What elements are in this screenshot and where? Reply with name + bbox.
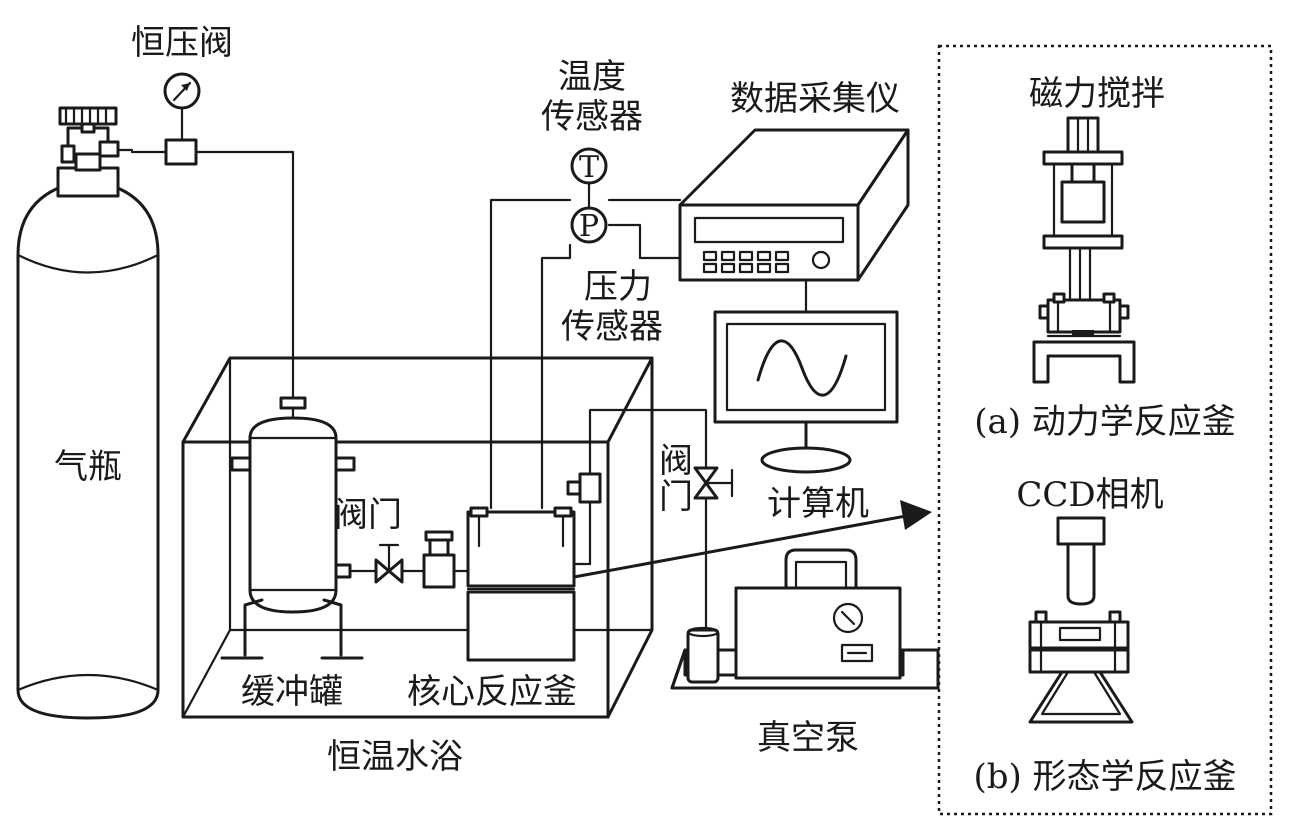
pump-gauge-icon bbox=[832, 602, 864, 634]
inlet-regulator bbox=[422, 530, 470, 589]
reactor-side-fitting bbox=[566, 408, 708, 566]
morphology-reactor-label: (b) 形态学反应釜 bbox=[973, 757, 1236, 797]
cold-trap bbox=[686, 626, 738, 684]
water-bath-label: 恒温水浴 bbox=[327, 737, 463, 777]
computer-monitor: 计算机 bbox=[713, 310, 899, 524]
left-valve-label: 阀门 bbox=[334, 495, 402, 535]
core-reactor-label: 核心反应釜 bbox=[407, 672, 577, 712]
core-reactor: 核心反应釜 bbox=[407, 506, 577, 712]
right-valve-label-1: 阀 bbox=[659, 441, 693, 481]
reactor-options-panel bbox=[937, 44, 1273, 816]
buffer-tank-label: 缓冲罐 bbox=[241, 672, 343, 712]
buffer-tank: 缓冲罐 bbox=[220, 396, 364, 712]
gas-cylinder: 气瓶 bbox=[16, 106, 160, 720]
instrument-buttons bbox=[702, 250, 790, 274]
temperature-sensor: T 温度 传感器 bbox=[541, 57, 643, 185]
kinetic-reactor-label: (a) 动力学反应釜 bbox=[974, 402, 1236, 442]
sensor-lines bbox=[489, 180, 682, 510]
data-acquisition-label: 数据采集仪 bbox=[730, 79, 900, 119]
vacuum-pump-label: 真空泵 bbox=[757, 718, 859, 758]
ccd-camera-label: CCD相机 bbox=[1016, 475, 1163, 515]
pressure-symbol: P bbox=[579, 209, 599, 244]
gas-supply-line bbox=[130, 150, 295, 402]
waveform-icon bbox=[756, 339, 848, 397]
left-valve: 阀门 bbox=[334, 495, 426, 584]
computer-label: 计算机 bbox=[767, 484, 869, 524]
pressure-sensor-label-2: 传感器 bbox=[561, 307, 663, 347]
instrument-knob-icon bbox=[811, 250, 831, 270]
data-acquisition-instrument: 数据采集仪 bbox=[678, 79, 910, 282]
temperature-sensor-label-2: 传感器 bbox=[541, 97, 643, 137]
magnetic-stirring-label: 磁力搅拌 bbox=[1029, 74, 1165, 114]
arrow-head-icon bbox=[900, 500, 932, 530]
cylinder-valve-handwheel-icon bbox=[58, 106, 118, 134]
reactor-detail-arrow bbox=[572, 500, 932, 579]
water-bath-box: 恒温水浴 bbox=[181, 356, 654, 777]
pressure-sensor-label-1: 压力 bbox=[584, 267, 652, 307]
vacuum-pump: 真空泵 bbox=[670, 548, 940, 758]
morphology-reactor: CCD相机 (b) 形态学反应釜 bbox=[973, 475, 1236, 797]
temperature-sensor-label-1: 温度 bbox=[558, 57, 626, 97]
kinetic-reactor: 磁力搅拌 (a) 动力学反应釜 bbox=[974, 74, 1236, 442]
gas-cylinder-label: 气瓶 bbox=[54, 447, 122, 487]
temperature-symbol: T bbox=[579, 150, 599, 185]
constant-pressure-valve-label: 恒压阀 bbox=[131, 23, 233, 63]
pressure-sensor: P 压力 传感器 bbox=[561, 206, 663, 347]
constant-pressure-valve: 恒压阀 bbox=[131, 23, 233, 166]
right-valve-label-2: 门 bbox=[659, 477, 693, 517]
right-valve: 阀 门 bbox=[659, 441, 734, 632]
